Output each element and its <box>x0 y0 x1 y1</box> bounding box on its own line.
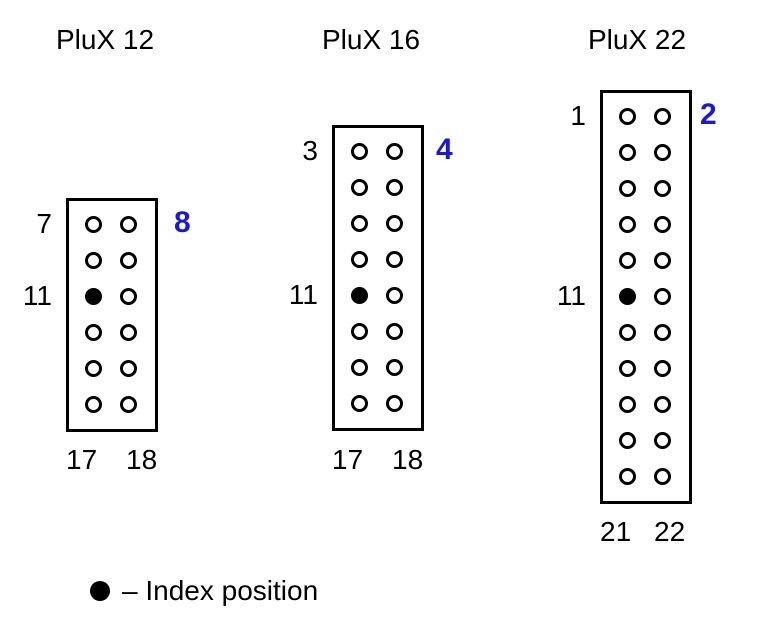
pin-hole <box>119 323 137 341</box>
pin-hole <box>385 142 403 160</box>
pin-hole <box>350 250 368 268</box>
connector-outline <box>332 125 424 431</box>
pin-hole <box>653 467 671 485</box>
index-pin <box>618 287 636 305</box>
connector-title: PluX 12 <box>56 24 155 55</box>
pin-hole <box>385 250 403 268</box>
pin-hole <box>119 251 137 269</box>
pin-hole <box>84 323 102 341</box>
pin-hole <box>385 214 403 232</box>
connector-outline <box>66 198 158 432</box>
pin-hole <box>653 251 671 269</box>
pin-hole <box>350 394 368 412</box>
pin-hole <box>618 359 636 377</box>
connector-outline <box>600 90 692 504</box>
pin-hole <box>653 287 671 305</box>
even-pin-label: 2 <box>700 98 717 131</box>
pin-hole <box>84 359 102 377</box>
pin-number-label: 11 <box>556 280 586 311</box>
bottom-pin-label: 17 <box>332 444 364 475</box>
pin-hole <box>350 178 368 196</box>
pin-number-label: 1 <box>570 100 586 131</box>
bottom-pin-label: 18 <box>392 444 424 475</box>
pin-hole <box>385 286 403 304</box>
pin-hole <box>653 143 671 161</box>
pin-hole <box>653 431 671 449</box>
pin-hole <box>385 178 403 196</box>
pin-hole <box>119 395 137 413</box>
index-pin <box>84 287 102 305</box>
connector-title: PluX 16 <box>322 24 421 55</box>
pin-hole <box>653 215 671 233</box>
pin-hole <box>618 143 636 161</box>
pin-hole <box>618 431 636 449</box>
pin-hole <box>618 395 636 413</box>
pin-number-label: 11 <box>288 279 318 310</box>
pin-hole <box>618 107 636 125</box>
legend: – Index position <box>90 575 319 606</box>
pin-number-label: 3 <box>302 135 318 166</box>
bottom-pin-label: 18 <box>126 444 158 475</box>
pin-hole <box>618 179 636 197</box>
connector-title: PluX 22 <box>588 24 687 55</box>
pin-hole <box>618 251 636 269</box>
pin-hole <box>618 215 636 233</box>
pin-hole <box>653 179 671 197</box>
index-pin <box>350 286 368 304</box>
pin-hole <box>84 215 102 233</box>
bottom-pin-label: 22 <box>654 516 686 547</box>
pin-number-label: 11 <box>22 280 52 311</box>
legend-text: – Index position <box>122 575 319 606</box>
pin-hole <box>84 395 102 413</box>
pin-hole <box>385 322 403 340</box>
pin-hole <box>119 359 137 377</box>
pin-number-label: 7 <box>36 208 52 239</box>
pin-hole <box>653 395 671 413</box>
pin-hole <box>119 287 137 305</box>
pin-hole <box>119 215 137 233</box>
pin-hole <box>350 214 368 232</box>
even-pin-label: 8 <box>174 206 191 239</box>
even-pin-label: 4 <box>436 133 453 166</box>
pin-hole <box>385 394 403 412</box>
pin-hole <box>84 251 102 269</box>
pin-hole <box>385 358 403 376</box>
pin-hole <box>350 142 368 160</box>
pin-hole <box>618 467 636 485</box>
pin-hole <box>350 322 368 340</box>
index-dot-icon <box>90 581 110 601</box>
pin-hole <box>653 107 671 125</box>
bottom-pin-label: 17 <box>66 444 98 475</box>
pin-hole <box>653 323 671 341</box>
pin-hole <box>618 323 636 341</box>
pin-hole <box>350 358 368 376</box>
bottom-pin-label: 21 <box>600 516 632 547</box>
pin-hole <box>653 359 671 377</box>
